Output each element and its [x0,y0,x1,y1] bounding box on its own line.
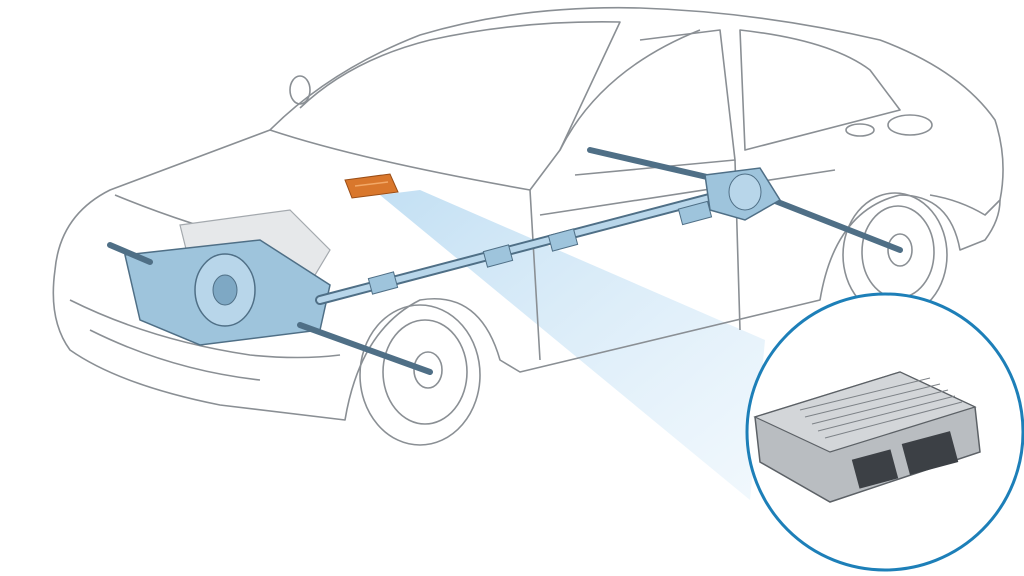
control-module-icon [344,173,399,199]
rear-differential [704,167,782,221]
ecu-icon [753,371,981,503]
drive-shafts [107,147,903,375]
callout-circle [745,292,1024,572]
callout-beam [380,190,765,500]
front-wheel [359,304,481,446]
transmission [124,239,331,346]
